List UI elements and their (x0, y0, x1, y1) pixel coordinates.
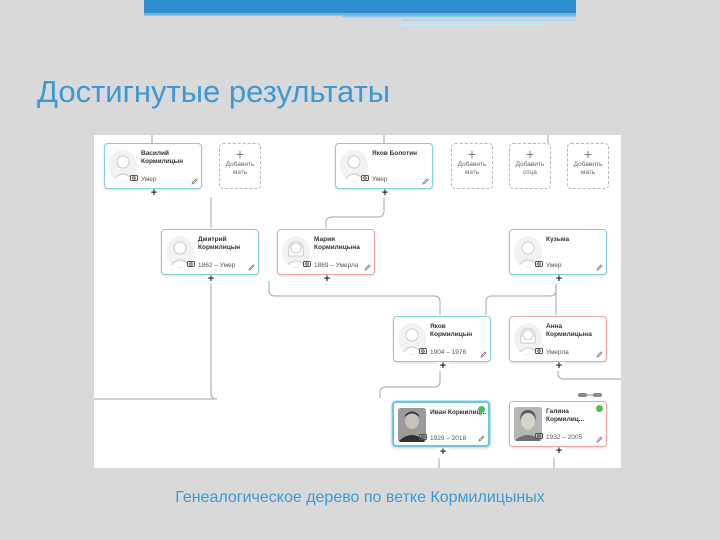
pencil-icon[interactable] (248, 264, 255, 271)
pencil-icon[interactable] (596, 436, 603, 443)
male-avatar-icon (398, 323, 426, 355)
person-name: Василий Кормилицын (141, 150, 184, 165)
header-decoration (144, 0, 576, 28)
camera-icon[interactable] (535, 347, 543, 354)
person-card-yakov[interactable]: Яков Кормилицын 1904 – 1976 + (393, 316, 491, 372)
tree-connectors (94, 135, 621, 468)
person-dates: Умер (372, 176, 388, 183)
online-badge-icon (478, 406, 485, 413)
camera-icon[interactable] (535, 432, 543, 439)
person-name: Яков Болотин (372, 150, 418, 157)
person-name: Яков Кормилицын (430, 323, 473, 338)
add-father-button[interactable]: + Добавить отца (509, 143, 551, 189)
add-mother-button[interactable]: + Добавить мать (219, 143, 261, 189)
male-avatar-icon (166, 236, 194, 268)
camera-icon[interactable] (187, 260, 195, 267)
person-card-ivan[interactable]: Иван Кормилиц... 1929 – 2018 + (392, 401, 490, 458)
expand-plus-icon[interactable]: + (379, 188, 391, 199)
person-name: Иван Кормилиц... (430, 409, 487, 416)
expand-plus-icon[interactable]: + (553, 446, 565, 457)
person-card-galina[interactable]: Галина Кормилиц... 1932 – 2005 + (509, 401, 607, 457)
slide-title: Достигнутые результаты (37, 74, 391, 109)
pencil-icon[interactable] (596, 264, 603, 271)
person-dates: Умерла (546, 349, 569, 356)
pencil-icon[interactable] (364, 264, 371, 271)
add-button-label: Добавить мать (573, 161, 603, 176)
family-tree-panel: Василий Кормилицын Умер + + Добавить мат… (94, 135, 621, 468)
camera-icon[interactable] (303, 260, 311, 267)
add-button-label: Добавить мать (457, 161, 487, 176)
person-card-anna[interactable]: Анна Кормилицына Умерла + (509, 316, 607, 372)
person-card-yakov-bolotin[interactable]: Яков Болотин Умер + (335, 143, 433, 199)
person-dates: Умер (546, 262, 562, 269)
plus-icon: + (235, 146, 245, 162)
camera-icon[interactable] (419, 433, 427, 440)
pencil-icon[interactable] (596, 351, 603, 358)
pencil-icon[interactable] (422, 178, 429, 185)
plus-icon: + (583, 146, 593, 162)
person-name: Мария Кормилицына (314, 236, 360, 251)
pencil-icon[interactable] (480, 351, 487, 358)
slide-caption: Генеалогическое дерево по ветке Кормилиц… (175, 489, 545, 506)
add-mother-button[interactable]: + Добавить мать (567, 143, 609, 189)
person-name: Галина Кормилиц... (546, 408, 585, 423)
expand-plus-icon[interactable]: + (148, 188, 160, 199)
camera-icon[interactable] (361, 174, 369, 181)
camera-icon[interactable] (535, 260, 543, 267)
spouse-link-icon[interactable] (578, 392, 602, 398)
expand-plus-icon[interactable]: + (437, 447, 449, 458)
add-button-label: Добавить отца (515, 161, 545, 176)
pencil-icon[interactable] (191, 178, 198, 185)
male-avatar-icon (340, 150, 368, 182)
online-badge-icon (596, 405, 603, 412)
expand-plus-icon[interactable]: + (321, 274, 333, 285)
female-avatar-icon (514, 323, 542, 355)
person-dates: 1904 – 1976 (430, 349, 467, 356)
person-dates: 1929 – 2018 (430, 435, 467, 442)
person-card-mariya[interactable]: Мария Кормилицына 1869 – Умерла + (277, 229, 375, 285)
person-dates: 1869 – Умерла (314, 262, 359, 269)
expand-plus-icon[interactable]: + (205, 274, 217, 285)
person-card-vasiliy[interactable]: Василий Кормилицын Умер + (104, 143, 202, 199)
add-mother-button[interactable]: + Добавить мать (451, 143, 493, 189)
camera-icon[interactable] (419, 347, 427, 354)
person-name: Дмитрий Кормилицын (198, 236, 241, 251)
person-name: Анна Кормилицына (546, 323, 592, 338)
person-dates: 1862 – Умер (198, 262, 236, 269)
person-dates: Умер (141, 176, 157, 183)
pencil-icon[interactable] (478, 435, 485, 442)
person-card-dmitriy[interactable]: Дмитрий Кормилицын 1862 – Умер + (161, 229, 259, 285)
male-avatar-icon (514, 236, 542, 268)
expand-plus-icon[interactable]: + (553, 274, 565, 285)
plus-icon: + (467, 146, 477, 162)
person-card-kuzma[interactable]: Кузьма Умер + (509, 229, 607, 285)
plus-icon: + (525, 146, 535, 162)
expand-plus-icon[interactable]: + (553, 361, 565, 372)
add-button-label: Добавить мать (225, 161, 255, 176)
person-dates: 1932 – 2005 (546, 434, 583, 441)
expand-plus-icon[interactable]: + (437, 361, 449, 372)
person-name: Кузьма (546, 236, 570, 243)
camera-icon[interactable] (130, 174, 138, 181)
female-avatar-icon (282, 236, 310, 268)
